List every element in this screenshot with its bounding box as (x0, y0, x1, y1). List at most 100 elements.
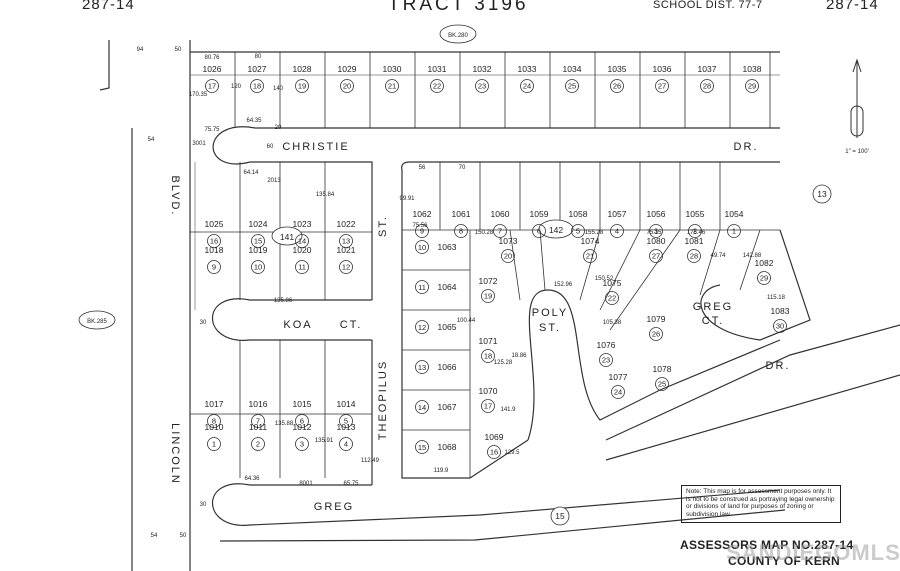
lot-number: 1082 (755, 258, 774, 268)
lot-number: 1075 (603, 278, 622, 288)
dimension-label: 70 (459, 165, 466, 171)
lot-index: 20 (504, 252, 512, 261)
lot-index: 22 (433, 82, 441, 91)
lot-number-circle (251, 260, 265, 274)
lot-number: 1011 (249, 422, 268, 432)
lot-index: 11 (418, 283, 426, 292)
lot-number: 1029 (338, 64, 357, 74)
lot-index: 16 (490, 448, 498, 457)
assessment-note: Note: This map is for assessment purpose… (681, 485, 841, 523)
dimension-label: 140 (273, 86, 284, 92)
lot-number: 1061 (452, 209, 471, 219)
block-142: 142 (549, 225, 563, 235)
lot-number: 1021 (337, 245, 356, 255)
lot-number-circle (430, 79, 444, 93)
lot-number: 1073 (499, 236, 518, 246)
dimension-label: 30 (200, 502, 207, 508)
lot-index: 7 (256, 417, 260, 426)
lot-index: 18 (484, 352, 492, 361)
lot-index: 28 (690, 252, 698, 261)
school-district: SCHOOL DIST. 77-7 (653, 0, 763, 11)
lot-number-circle (611, 385, 625, 399)
dimension-label: 75.56 (412, 223, 428, 229)
lot-number: 1025 (205, 219, 224, 229)
street-poly-st: ST. (539, 322, 561, 334)
lot-number: 1038 (743, 64, 762, 74)
lot-number: 1076 (597, 340, 616, 350)
lot-number-circle (655, 377, 669, 391)
lot-index: 1 (212, 440, 216, 449)
lot-number-circle (757, 271, 771, 285)
dimension-label: 50 (175, 47, 182, 53)
dimension-label: 80 (255, 54, 262, 60)
lot-number-circle (295, 234, 309, 248)
lot-number-circle (610, 79, 624, 93)
lot-index: 19 (484, 292, 492, 301)
lot-number: 1017 (205, 399, 224, 409)
street-dr-east: DR. (766, 360, 791, 372)
dimension-label: 135.88 (275, 421, 294, 427)
lot-index: 15 (418, 443, 426, 452)
lot-number: 1054 (725, 209, 744, 219)
lot-number: 1062 (413, 209, 432, 219)
lot-number-circle (207, 414, 221, 428)
lot-number: 1078 (653, 364, 672, 374)
lot-index: 5 (344, 417, 348, 426)
dimension-label: 105.38 (603, 320, 622, 326)
lot-index: 27 (658, 82, 666, 91)
lot-index: 17 (484, 402, 492, 411)
street-greg-ct-suffix: CT. (702, 315, 725, 327)
dimension-label: 3001 (192, 141, 206, 147)
lot-index: 16 (210, 237, 218, 246)
dimension-label: 54 (148, 137, 155, 143)
lot-number-circle (649, 224, 663, 238)
tract-title: TRACT 3196 (388, 0, 529, 15)
dimension-label: 170.35 (189, 92, 208, 98)
lot-number: 1077 (609, 372, 628, 382)
lot-number: 1019 (249, 245, 268, 255)
lot-index: 4 (615, 227, 619, 236)
lot-number-circle (251, 234, 265, 248)
lot-index: 14 (298, 237, 306, 246)
lot-number-circle (610, 224, 624, 238)
dimension-label: 8001 (299, 481, 313, 487)
lot-number: 1010 (205, 422, 224, 432)
lot-number: 1068 (438, 442, 457, 452)
book-ref-top: BK.280 (448, 33, 468, 39)
lot-number-circle (339, 234, 353, 248)
block-13: 13 (817, 189, 827, 199)
map-ref-left: 287-14 (82, 0, 135, 13)
street-christie: CHRISTIE (282, 141, 349, 153)
dimension-label: 119.9 (434, 468, 449, 474)
lot-number-circle (295, 437, 309, 451)
scale-label: 1" = 100' (845, 149, 868, 155)
lot-number: 1079 (647, 314, 666, 324)
lot-number-circle (415, 400, 429, 414)
lot-number-circle (649, 327, 663, 341)
dimension-label: 94 (137, 47, 144, 53)
lot-number-circle (481, 399, 495, 413)
lot-number-circle (340, 79, 354, 93)
lot-number: 1023 (293, 219, 312, 229)
map-ref-right: 287-14 (826, 0, 879, 13)
lot-number: 1012 (293, 422, 312, 432)
lot-number-circle (415, 280, 429, 294)
street-greg: GREG (314, 501, 354, 513)
lot-number: 1072 (479, 276, 498, 286)
lot-number: 1058 (569, 209, 588, 219)
lot-number: 1057 (608, 209, 627, 219)
street-blvd: BLVD. (169, 176, 181, 217)
lot-number-circle (599, 353, 613, 367)
lot-number-circle (700, 79, 714, 93)
dimension-label: 120 (231, 84, 242, 90)
lot-index: 3 (654, 227, 658, 236)
lot-number: 1037 (698, 64, 717, 74)
lot-index: 28 (703, 82, 711, 91)
lot-index: 5 (576, 227, 580, 236)
lot-number: 1033 (518, 64, 537, 74)
lot-number-circle (207, 260, 221, 274)
lot-number-circle (745, 79, 759, 93)
dimension-label: 20 (275, 125, 282, 131)
block-141: 141 (280, 232, 294, 242)
street-greg-ct: GREG (693, 301, 733, 313)
